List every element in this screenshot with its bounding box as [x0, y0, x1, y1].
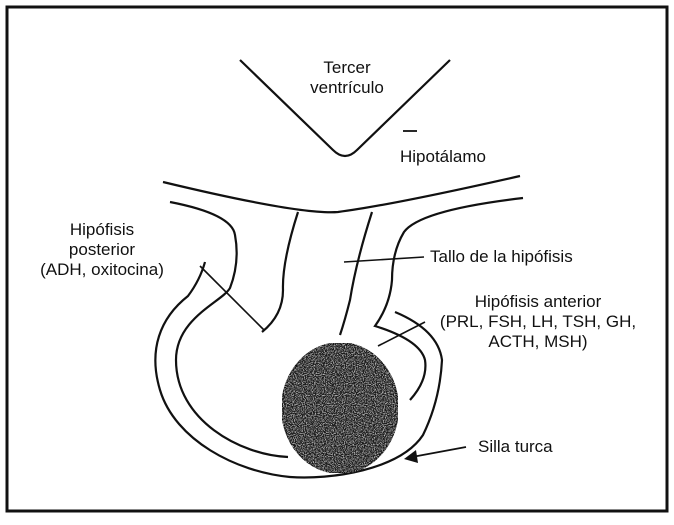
label-hipofisis-anterior-line3: ACTH, MSH)	[418, 332, 658, 352]
label-tercer-ventriculo-line2: ventrículo	[302, 78, 392, 98]
leader-posterior	[200, 266, 264, 330]
label-hipotalamo: Hipotálamo	[400, 147, 486, 167]
label-hipofisis-posterior: Hipófisis posterior (ADH, oxitocina)	[12, 220, 192, 280]
label-hipofisis-anterior-line2: (PRL, FSH, LH, TSH, GH,	[418, 312, 658, 332]
label-tercer-ventriculo: Tercer ventrículo	[302, 58, 392, 98]
label-silla-turca: Silla turca	[478, 437, 553, 457]
leader-stalk	[344, 257, 424, 262]
label-hipofisis-anterior: Hipófisis anterior (PRL, FSH, LH, TSH, G…	[418, 292, 658, 352]
label-hipofisis-posterior-line3: (ADH, oxitocina)	[12, 260, 192, 280]
stalk-right-line	[340, 212, 372, 335]
label-tallo: Tallo de la hipófisis	[430, 247, 573, 267]
arrow-silla-line	[412, 447, 466, 457]
posterior-lobe-boundary	[262, 212, 298, 332]
label-tercer-ventriculo-line1: Tercer	[302, 58, 392, 78]
label-hipofisis-anterior-line1: Hipófisis anterior	[418, 292, 658, 312]
label-hipofisis-posterior-line1: Hipófisis	[12, 220, 192, 240]
anterior-pituitary	[282, 343, 398, 473]
label-hipofisis-posterior-line2: posterior	[12, 240, 192, 260]
